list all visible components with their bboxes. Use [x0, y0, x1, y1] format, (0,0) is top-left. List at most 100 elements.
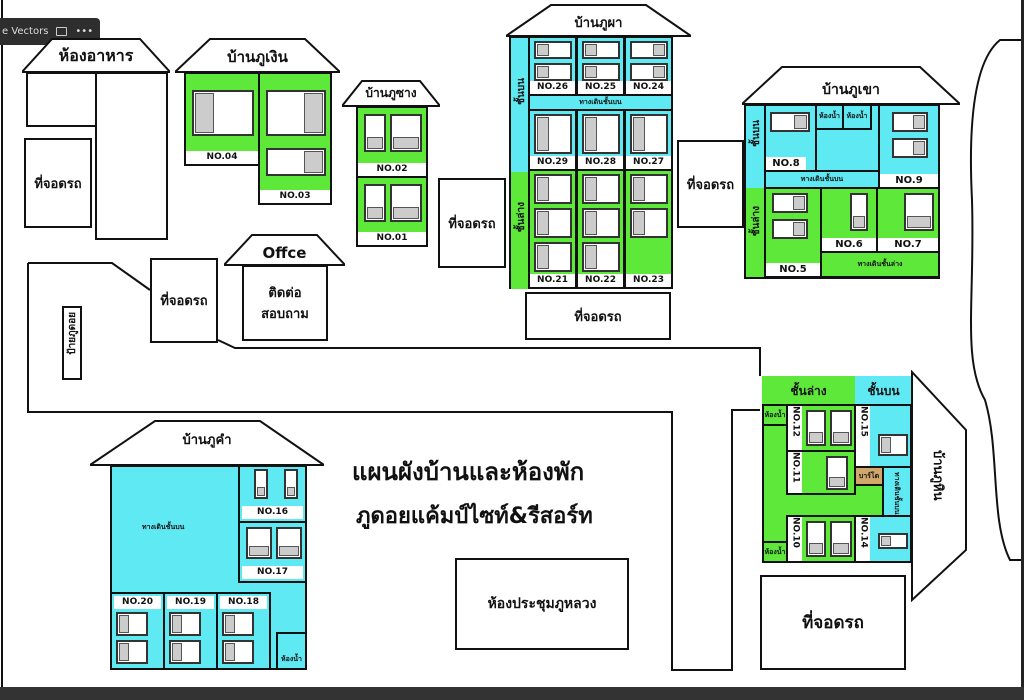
room-no5[interactable]: NO.5 — [764, 187, 822, 278]
room-no8[interactable]: NO.8 — [764, 104, 817, 172]
room-no10[interactable]: NO.10 — [786, 515, 856, 563]
room-no7[interactable]: NO.7 — [876, 187, 940, 253]
room-no24[interactable]: NO.24 — [624, 36, 673, 96]
parking-4: ที่จอดรถ — [525, 292, 671, 340]
phu-kham-title: บ้านภูคำ — [182, 433, 232, 448]
room-no26[interactable]: NO.26 — [528, 36, 577, 96]
window-edge — [1021, 0, 1024, 687]
map-subtitle: ภูดอยแค้มป์ไซท์&รีสอร์ท — [356, 504, 593, 529]
bed — [582, 41, 620, 59]
bed — [630, 208, 668, 238]
bed — [630, 41, 668, 59]
phu-khao-title: บ้านภูเขา — [822, 82, 880, 98]
parking-1: ที่จอดรถ — [24, 138, 92, 228]
bed — [582, 208, 620, 238]
room-label: NO.25 — [578, 81, 623, 94]
map-title: แผนผังบ้านและห้องพัก — [352, 458, 585, 486]
room-no22[interactable]: NO.22 — [576, 169, 625, 289]
phu-pha-corridor: ทางเดินชั้นบน — [528, 94, 673, 111]
room-no11[interactable]: NO.11 — [786, 450, 856, 495]
room-no01[interactable]: NO.01 — [356, 176, 428, 247]
room-label: NO.18 — [220, 596, 267, 609]
corridor-ground: ทางเดินชั้นล่าง — [820, 251, 940, 278]
phu-sang-roof: บ้านภูซาง — [342, 80, 440, 107]
phu-hin-upper-header: ชั้นบน — [855, 376, 912, 406]
dining-room-a — [26, 72, 97, 127]
room-no19[interactable]: NO.19 — [163, 592, 218, 670]
bathroom: ห้องน้ำ — [762, 541, 788, 563]
bed — [534, 242, 572, 272]
room-label: NO.26 — [530, 81, 575, 94]
bed — [630, 63, 668, 81]
bed — [534, 114, 572, 154]
dining-room-b — [95, 72, 168, 240]
bed — [222, 612, 254, 636]
room-no16[interactable]: NO.16 — [238, 465, 307, 523]
room-label: NO.23 — [626, 274, 671, 287]
room-no29[interactable]: NO.29 — [528, 109, 577, 171]
dining-roof: ห้องอาหาร — [22, 38, 170, 73]
parking-5: ที่จอดรถ — [677, 140, 744, 228]
room-label: NO.24 — [626, 81, 671, 94]
room-label: NO.22 — [578, 274, 623, 287]
room-no03[interactable]: NO.03 — [258, 72, 332, 205]
phu-pha-title: บ้านภูผา — [574, 16, 623, 31]
room-no04[interactable]: NO.04 — [184, 72, 260, 166]
room-no27[interactable]: NO.27 — [624, 109, 673, 171]
room-no28[interactable]: NO.28 — [576, 109, 625, 171]
bathroom: ห้องน้ำ — [762, 404, 788, 426]
bathroom: ห้องน้ำ — [276, 632, 307, 670]
office-roof: Offce — [224, 234, 345, 266]
bed — [582, 174, 620, 204]
image-settings-icon[interactable] — [56, 27, 68, 36]
toolbar-label[interactable]: e Vectors — [2, 26, 49, 37]
room-no25[interactable]: NO.25 — [576, 36, 625, 96]
room-no23[interactable]: NO.23 — [624, 169, 673, 289]
phu-ngoen-title: บ้านภูเงิน — [227, 48, 288, 66]
bathroom: ห้องน้ำ — [842, 104, 872, 130]
bed — [534, 174, 572, 204]
road-edge — [217, 339, 761, 376]
dining-title: ห้องอาหาร — [58, 46, 134, 65]
bed — [582, 114, 620, 154]
parking-2: ที่จอดรถ — [438, 178, 506, 268]
room-no14[interactable]: NO.14 — [854, 515, 912, 563]
room-no02[interactable]: NO.02 — [356, 106, 428, 178]
parking-3: ที่จอดรถ — [150, 258, 218, 343]
parking-6: ที่จอดรถ — [760, 575, 906, 670]
room-no12[interactable]: NO.12 — [786, 404, 856, 452]
bed — [534, 63, 572, 81]
forest-area — [969, 39, 1024, 561]
bed — [222, 640, 254, 664]
phu-hin-roof — [911, 370, 967, 602]
bed — [582, 63, 620, 81]
road-edge — [28, 262, 151, 291]
counter: บาร์โต — [854, 466, 884, 486]
bed — [169, 612, 201, 636]
room-label: NO.28 — [578, 156, 623, 169]
room-no6[interactable]: NO.6 — [820, 187, 878, 253]
bathroom: ห้องน้ำ — [815, 104, 844, 130]
status-bar — [0, 687, 1024, 700]
more-icon[interactable]: ••• — [75, 26, 94, 37]
sign: ป้ายภูดอย — [62, 306, 82, 380]
room-no18[interactable]: NO.18 — [216, 592, 271, 670]
room-no17[interactable]: NO.17 — [238, 521, 307, 583]
phu-sang-title: บ้านภูซาง — [365, 86, 417, 100]
room-label: NO.19 — [167, 596, 214, 609]
office-title: Offce — [262, 244, 307, 262]
phu-hin-title: บ้านภูหิน — [930, 450, 945, 501]
bed — [534, 41, 572, 59]
room-no9[interactable]: NO.9 — [878, 104, 940, 189]
room-label: NO.20 — [114, 596, 161, 609]
room-no20[interactable]: NO.20 — [110, 592, 165, 670]
room-no15[interactable]: NO.15 — [854, 404, 912, 468]
bed — [116, 612, 148, 636]
room-no21[interactable]: NO.21 — [528, 169, 577, 289]
phu-pha-roof: บ้านภูผา — [506, 4, 691, 37]
phu-kham-roof: บ้านภูคำ — [90, 420, 324, 466]
bed — [116, 640, 148, 664]
room-label: NO.21 — [530, 274, 575, 287]
phu-khao-roof: บ้านภูเขา — [742, 66, 960, 105]
